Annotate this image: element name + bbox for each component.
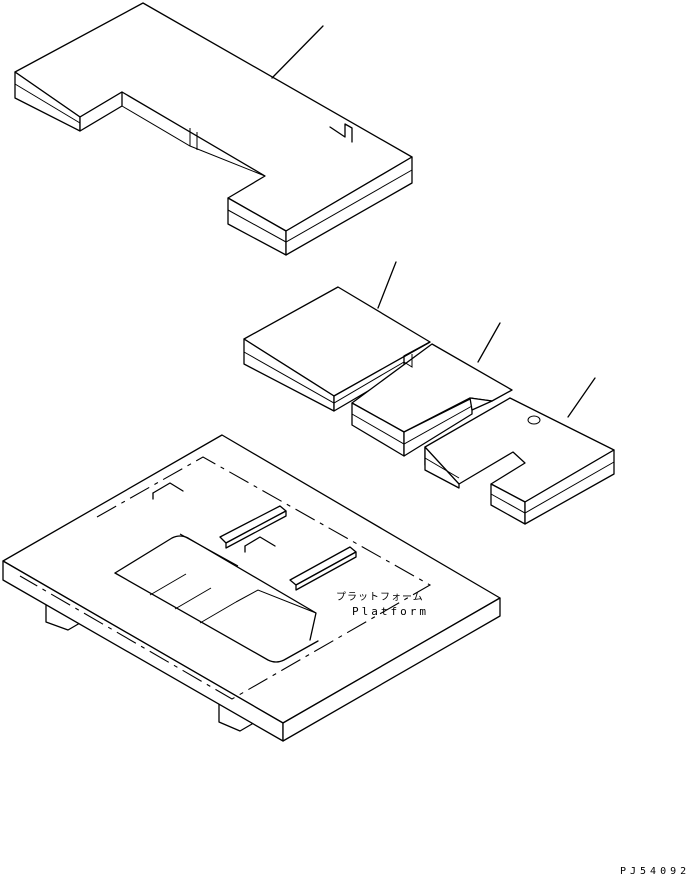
mat-outline — [19, 456, 432, 700]
platform-label-english: Platform — [352, 605, 429, 618]
top-floor-mat — [14, 2, 413, 256]
drawing-code: PJ54092 — [620, 866, 691, 877]
leader-line-top-mat — [271, 25, 324, 79]
platform-label-japanese: プラットフォーム — [336, 592, 424, 603]
leader-line-square-piece — [377, 261, 397, 309]
mat-piece-notched — [351, 322, 513, 457]
leader-line-notched-piece — [477, 322, 501, 363]
mat-piece-square — [243, 261, 431, 412]
round-hole — [527, 415, 541, 425]
platform — [2, 434, 501, 742]
mat-piece-slotted — [424, 377, 615, 525]
leader-line-slotted-piece — [567, 377, 596, 418]
